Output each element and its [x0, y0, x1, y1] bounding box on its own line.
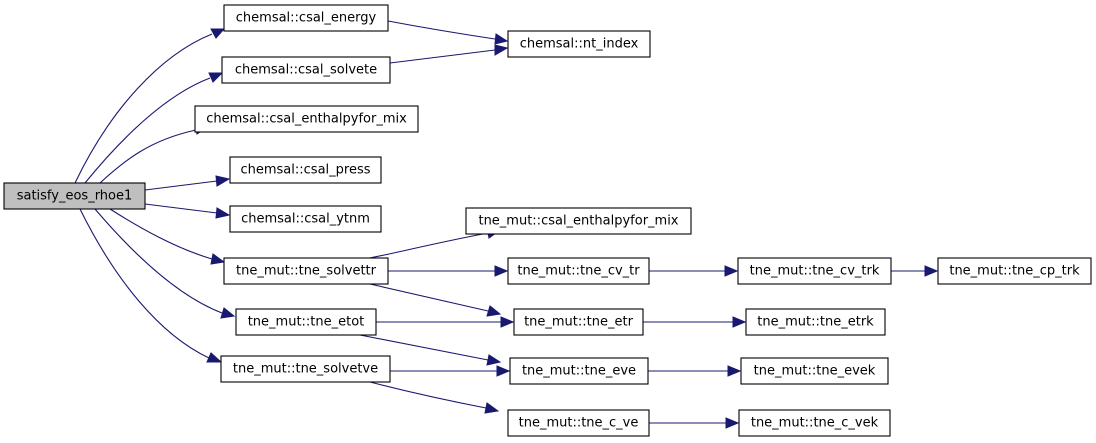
- arrowhead-icon: [486, 305, 502, 317]
- arrowhead-icon: [500, 316, 515, 328]
- edge-tne-etot-to-tne-etr: [376, 316, 515, 328]
- arrowhead-icon: [494, 265, 509, 277]
- node-label: satisfy_eos_rhoe1: [17, 189, 133, 204]
- arrowhead-icon: [724, 265, 739, 277]
- arrowhead-icon: [215, 175, 231, 187]
- edge-csal-solvete-to-nt-index: [389, 44, 509, 64]
- edge-root-to-tne-solvetve: [79, 208, 223, 363]
- node-label: tne_mut::tne_c_vek: [751, 416, 879, 431]
- arrowhead-icon: [725, 417, 740, 429]
- arrowhead-icon: [215, 207, 231, 219]
- node-tne-csal-enthalpyfor-mix[interactable]: tne_mut::csal_enthalpyfor_mix: [465, 207, 692, 235]
- edge-tne-etr-to-tne-etrk: [643, 316, 747, 328]
- call-edges: [74, 20, 939, 429]
- node-tne-c-vek[interactable]: tne_mut::tne_c_vek: [738, 409, 891, 437]
- node-tne-c-ve[interactable]: tne_mut::tne_c_ve: [507, 409, 650, 437]
- node-tne-etr[interactable]: tne_mut::tne_etr: [513, 308, 644, 336]
- node-label: chemsal::csal_solvete: [235, 63, 377, 78]
- arrowhead-icon: [494, 44, 509, 56]
- node-label: tne_mut::tne_etr: [524, 315, 634, 330]
- node-label: tne_mut::tne_etrk: [757, 315, 874, 330]
- edge-tne-solvettr-to-tne-cv-tr: [388, 265, 509, 277]
- node-label: chemsal::nt_index: [520, 37, 639, 52]
- edge-root-to-csal-energy: [74, 28, 226, 184]
- node-label: tne_mut::csal_enthalpyfor_mix: [478, 214, 678, 229]
- node-csal-energy[interactable]: chemsal::csal_energy: [223, 4, 389, 32]
- node-tne-eve[interactable]: tne_mut::tne_eve: [509, 357, 649, 385]
- node-csal-solvete[interactable]: chemsal::csal_solvete: [221, 56, 391, 84]
- edge-tne-solvettr-to-tne-etr: [369, 283, 502, 317]
- arrowhead-icon: [206, 352, 223, 363]
- edge-tne-eve-to-tne-evek: [648, 365, 742, 377]
- edge-line: [369, 381, 487, 409]
- node-tne-cv-trk[interactable]: tne_mut::tne_cv_trk: [737, 257, 892, 285]
- edge-tne-cv-trk-to-tne-cp-trk: [891, 265, 939, 277]
- node-label: tne_mut::tne_eve: [522, 364, 636, 379]
- node-label: tne_mut::tne_etot: [248, 315, 365, 330]
- node-label: tne_mut::tne_solvetve: [233, 362, 378, 377]
- arrowhead-icon: [220, 307, 236, 319]
- node-label: tne_mut::tne_cv_trk: [750, 264, 880, 279]
- edge-root-to-csal-solvete: [84, 72, 224, 184]
- node-label: tne_mut::tne_evek: [754, 364, 876, 379]
- node-label: chemsal::csal_enthalpyfor_mix: [206, 112, 407, 127]
- edge-root-to-csal-enthalpyfor-mix: [99, 123, 209, 184]
- node-label: chemsal::csal_energy: [236, 11, 377, 26]
- node-satisfy-eos-rhoe1[interactable]: satisfy_eos_rhoe1: [3, 182, 146, 210]
- node-tne-etrk[interactable]: tne_mut::tne_etrk: [745, 308, 886, 336]
- edge-root-to-csal-press: [144, 175, 231, 191]
- edge-root-to-tne-etot: [94, 208, 236, 319]
- node-label: tne_mut::tne_cp_trk: [949, 264, 1080, 279]
- edge-line: [389, 49, 496, 64]
- edge-line: [74, 33, 213, 184]
- edge-tne-solvetve-to-tne-eve: [390, 365, 511, 377]
- edge-line: [79, 208, 210, 359]
- node-label: tne_mut::tne_solvettr: [236, 264, 377, 279]
- edge-line: [144, 180, 218, 191]
- edge-tne-etot-to-tne-eve: [359, 334, 502, 366]
- arrowhead-icon: [210, 28, 226, 39]
- arrowhead-icon: [208, 72, 224, 83]
- edge-csal-energy-to-nt-index: [387, 20, 509, 45]
- node-tne-cp-trk[interactable]: tne_mut::tne_cp_trk: [937, 257, 1092, 285]
- node-tne-solvetve[interactable]: tne_mut::tne_solvetve: [220, 355, 391, 383]
- edge-line: [369, 283, 489, 312]
- edge-root-to-csal-ytnm: [144, 203, 231, 219]
- edge-line: [94, 208, 223, 314]
- arrowhead-icon: [727, 365, 742, 377]
- node-label: chemsal::csal_press: [240, 163, 370, 178]
- edge-tne-c-ve-to-tne-c-vek: [649, 417, 740, 429]
- edge-tne-cv-tr-to-tne-cv-trk: [649, 265, 739, 277]
- edge-line: [387, 20, 496, 40]
- node-tne-etot[interactable]: tne_mut::tne_etot: [235, 308, 377, 336]
- node-tne-evek[interactable]: tne_mut::tne_evek: [740, 357, 889, 385]
- arrowhead-icon: [494, 33, 509, 45]
- node-csal-ytnm[interactable]: chemsal::csal_ytnm: [229, 205, 382, 233]
- arrowhead-icon: [924, 265, 939, 277]
- node-label: tne_mut::tne_cv_tr: [517, 264, 640, 279]
- arrowhead-icon: [732, 316, 747, 328]
- arrowhead-icon: [496, 365, 511, 377]
- edge-tne-solvetve-to-tne-c-ve: [369, 381, 500, 414]
- edge-line: [84, 77, 211, 184]
- arrowhead-icon: [486, 354, 502, 366]
- arrowhead-icon: [210, 253, 226, 265]
- node-tne-cv-tr[interactable]: tne_mut::tne_cv_tr: [507, 257, 650, 285]
- node-csal-enthalpyfor-mix[interactable]: chemsal::csal_enthalpyfor_mix: [194, 105, 419, 133]
- edge-line: [359, 334, 489, 361]
- edge-line: [144, 203, 218, 214]
- edge-line: [109, 208, 213, 260]
- arrowhead-icon: [484, 402, 500, 414]
- node-nt-index[interactable]: chemsal::nt_index: [507, 30, 651, 58]
- edge-root-to-tne-solvettr: [109, 208, 226, 265]
- node-label: tne_mut::tne_c_ve: [519, 416, 639, 431]
- node-tne-solvettr[interactable]: tne_mut::tne_solvettr: [223, 257, 389, 285]
- edge-line: [369, 232, 489, 259]
- node-csal-press[interactable]: chemsal::csal_press: [229, 156, 382, 184]
- node-label: chemsal::csal_ytnm: [241, 212, 370, 227]
- edge-line: [99, 129, 197, 184]
